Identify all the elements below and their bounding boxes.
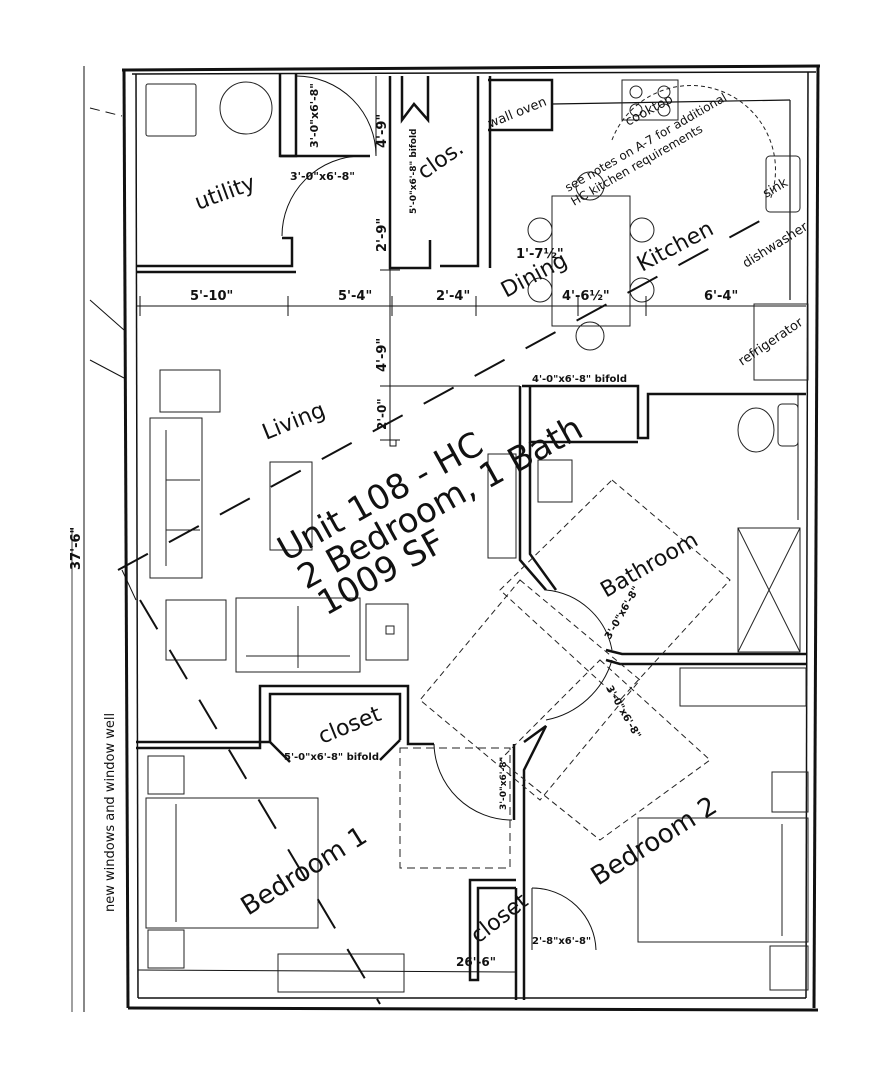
door-bath-bifold: 4'-0"x6'-8" bifold xyxy=(532,374,627,385)
nightstand-2a xyxy=(771,771,809,813)
door-utility-side: 3'-0"x6'-8" xyxy=(290,170,355,183)
room-utility: utility xyxy=(192,171,259,216)
dim-26-6: 26'-6" xyxy=(456,955,496,969)
room-bedroom-1: Bedroom 1 xyxy=(236,821,373,922)
dim-5-10: 5'-10" xyxy=(190,289,233,304)
armchair-top xyxy=(159,369,221,413)
dimension-labels: 5'-10" 5'-4" 2'-4" 4'-6½" 6'-4" 1'-7½" 4… xyxy=(69,114,738,969)
dim-2-4: 2'-4" xyxy=(436,289,470,304)
tv-console xyxy=(487,453,517,559)
shower xyxy=(737,527,801,653)
door-closet-bifold: 5'-0"x6'-8" bifold xyxy=(284,752,379,763)
door-swings xyxy=(281,75,613,951)
bed-2 xyxy=(637,817,809,943)
dresser-1 xyxy=(277,953,405,993)
dim-4-6half: 4'-6½" xyxy=(562,289,610,304)
nightstand-2b xyxy=(769,945,809,991)
coffee-table xyxy=(269,461,313,551)
room-kitchen: Kitchen xyxy=(633,216,718,277)
washer xyxy=(145,83,197,137)
label-dishwasher: dishwasher xyxy=(740,219,811,271)
room-clos: clos. xyxy=(413,136,468,185)
door-clos-bifold: 5'-0"x6'-8" bifold xyxy=(409,129,419,215)
door-bath-2: 3'-0"x6'-8" xyxy=(603,684,642,741)
unit-title: Unit 108 - HC 2 Bedroom, 1 Bath 1009 SF xyxy=(271,408,590,624)
vanity-sink xyxy=(537,459,573,503)
kitchen-sink xyxy=(765,155,801,213)
dim-1-7half: 1'-7½" xyxy=(516,247,564,262)
door-utility-top: 3'-0"x6'-8" xyxy=(308,83,321,148)
dining-table xyxy=(551,195,631,327)
dim-2-9: 2'-9" xyxy=(375,218,390,252)
label-wall-oven: wall oven xyxy=(486,95,549,132)
dim-5-4: 5'-4" xyxy=(338,289,372,304)
furniture xyxy=(145,79,809,993)
room-labels: utility clos. Dining Kitchen Living Bath… xyxy=(192,136,723,949)
door-bed1: 3'-0"x6'-8" xyxy=(499,757,509,810)
bed-1 xyxy=(145,797,319,929)
nightstand-1a xyxy=(147,755,185,795)
room-bathroom: Bathroom xyxy=(597,528,703,604)
side-table xyxy=(365,603,409,661)
nightstand-1b xyxy=(147,929,185,969)
label-refrigerator: refrigerator xyxy=(736,315,807,369)
dresser-2 xyxy=(679,667,807,707)
dim-37-6: 37'-6" xyxy=(69,527,84,570)
dim-4-9-top: 4'-9" xyxy=(375,114,390,148)
exterior-walls xyxy=(71,64,821,1012)
dim-4-9-mid: 4'-9" xyxy=(375,338,390,372)
diagonal-dash xyxy=(117,209,781,1005)
room-living: Living xyxy=(259,398,329,446)
sofa-left xyxy=(149,417,203,579)
room-closet-top: closet xyxy=(315,702,385,750)
refrigerator xyxy=(753,303,809,381)
dim-6-4: 6'-4" xyxy=(704,289,738,304)
interior-walls xyxy=(136,74,806,1000)
toilet xyxy=(737,407,775,453)
label-sink: sink xyxy=(761,175,792,201)
armchair-bottom xyxy=(165,599,227,661)
dim-2-0: 2'-0" xyxy=(375,398,389,430)
cooktop xyxy=(621,79,679,121)
room-bedroom-2: Bedroom 2 xyxy=(586,791,723,892)
dimension-lines xyxy=(136,82,806,973)
note-windows: new windows and window well xyxy=(103,713,118,912)
note-kitchen-2: HC kitchen requirements xyxy=(569,122,705,209)
dryer xyxy=(219,81,273,135)
sofa-bottom xyxy=(235,597,361,673)
door-closet2: 2'-8"x6'-8" xyxy=(532,936,591,947)
